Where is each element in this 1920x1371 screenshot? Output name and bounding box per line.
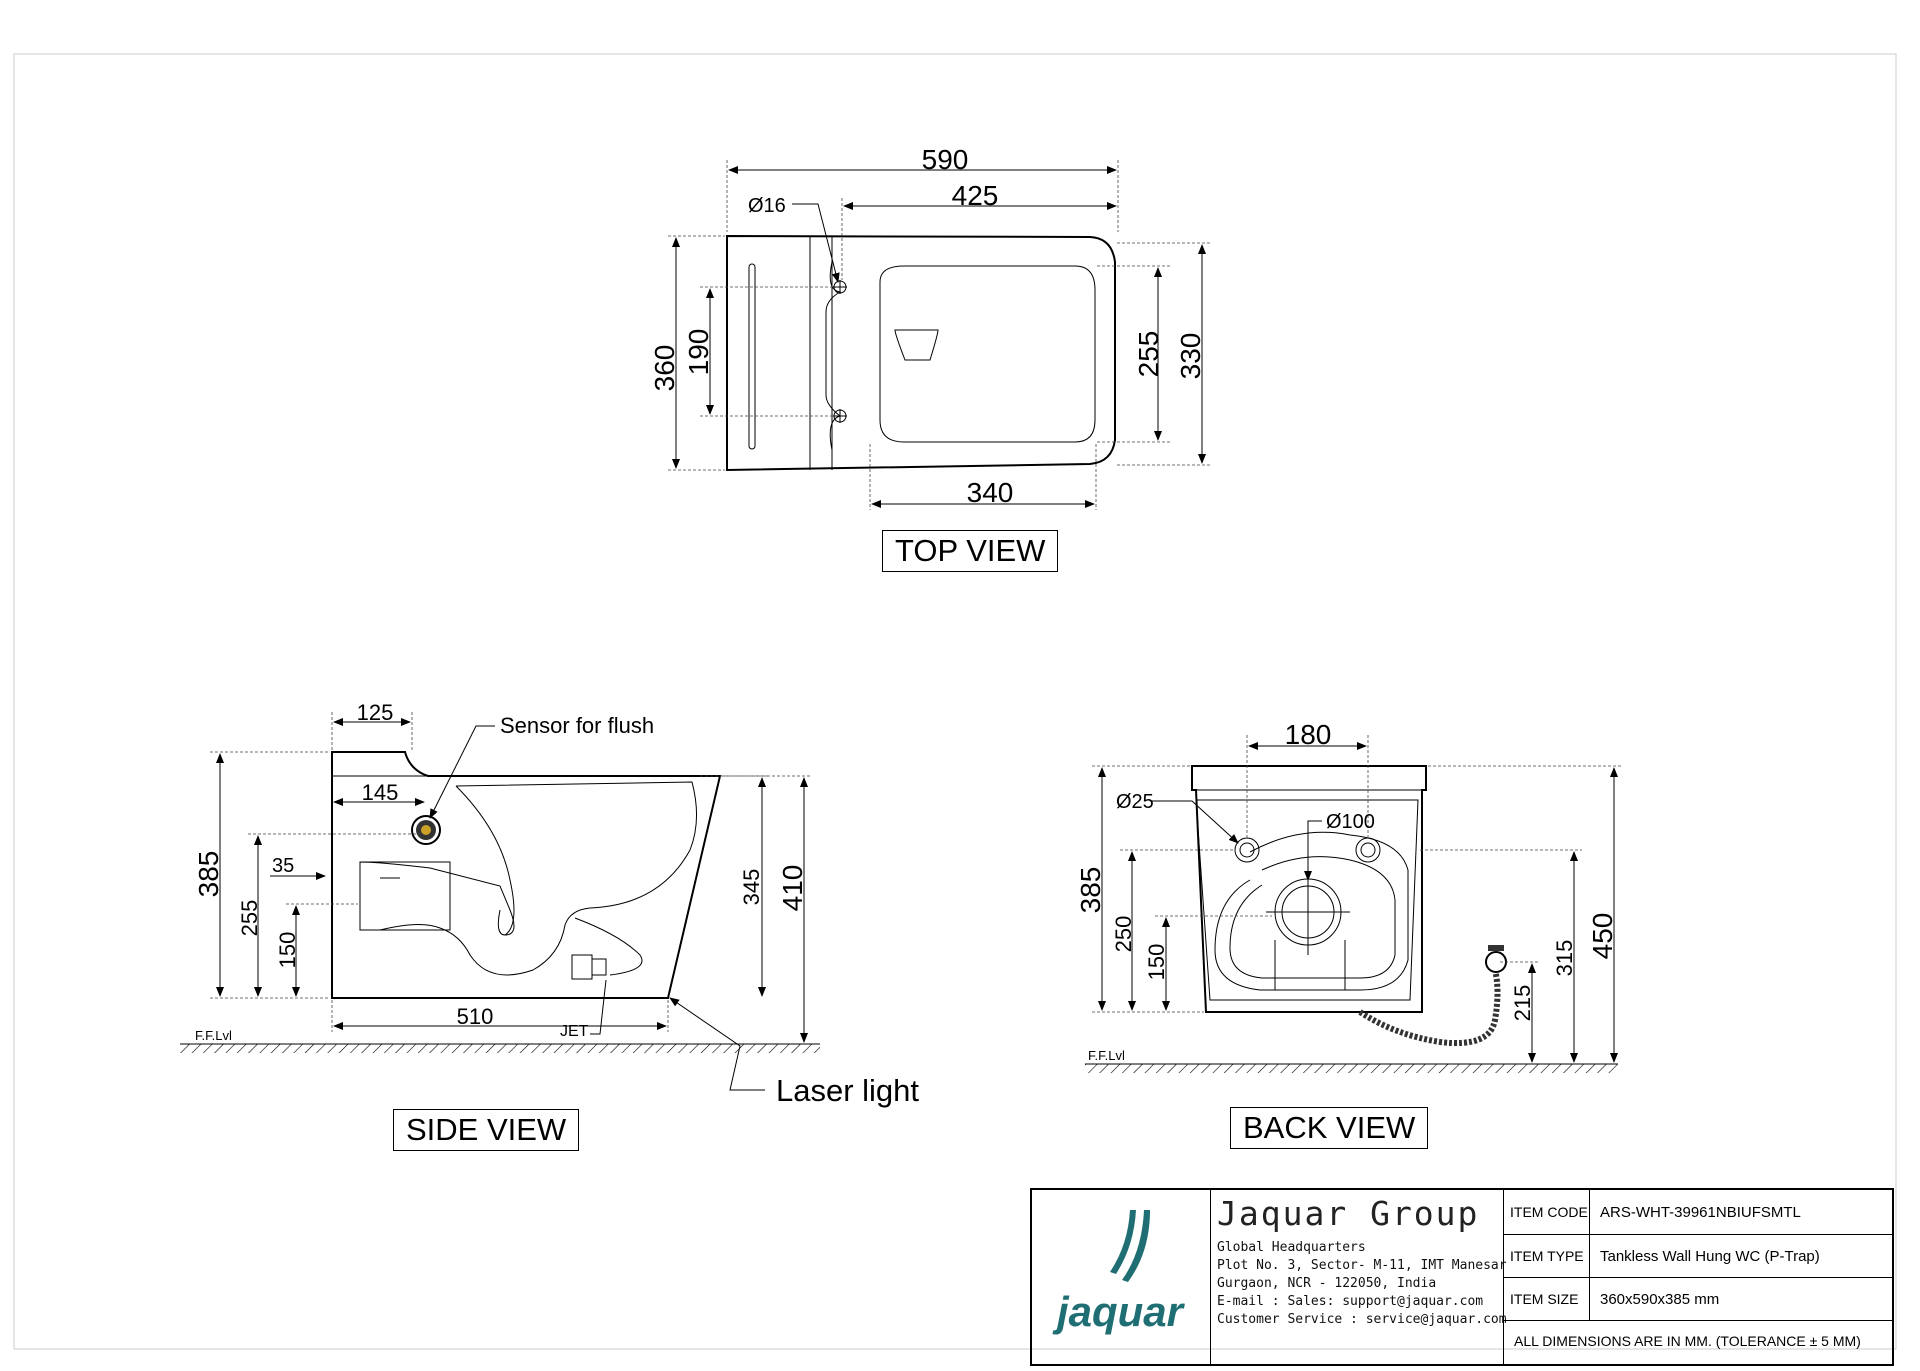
- item-table: ITEM CODE ARS-WHT-39961NBIUFSMTL ITEM TY…: [1504, 1190, 1892, 1364]
- back-view: F.F.Lvl 180 Ø25 Ø100 385 250 150 215 315…: [1075, 719, 1622, 1073]
- svg-text:450: 450: [1587, 913, 1618, 960]
- svg-text:Ø25: Ø25: [1116, 791, 1154, 813]
- svg-text:JET: JET: [560, 1023, 589, 1040]
- svg-text:410: 410: [777, 865, 808, 912]
- svg-text:35: 35: [272, 855, 294, 877]
- tolerance-note: ALL DIMENSIONS ARE IN MM. (TOLERANCE ± 5…: [1514, 1333, 1861, 1349]
- address-line: Global Headquarters: [1217, 1240, 1366, 1255]
- item-size-row: ITEM SIZE 360x590x385 mm: [1504, 1278, 1892, 1321]
- svg-text:385: 385: [193, 851, 224, 898]
- company-name: Jaquar Group: [1217, 1194, 1480, 1233]
- svg-text:360: 360: [649, 345, 680, 392]
- svg-text:330: 330: [1175, 333, 1206, 380]
- item-size-key: ITEM SIZE: [1504, 1278, 1590, 1320]
- svg-text:180: 180: [1285, 719, 1332, 750]
- top-view: 590 425 Ø16 360 190 255 330 340: [649, 144, 1210, 510]
- svg-text:Ø100: Ø100: [1326, 811, 1375, 833]
- item-type-row: ITEM TYPE Tankless Wall Hung WC (P-Trap): [1504, 1235, 1892, 1278]
- svg-text:150: 150: [275, 932, 300, 969]
- svg-text:215: 215: [1510, 985, 1535, 1022]
- address-line: E-mail : Sales: support@jaquar.com: [1217, 1294, 1484, 1309]
- svg-text:Ø16: Ø16: [748, 195, 786, 217]
- svg-text:385: 385: [1075, 867, 1106, 914]
- svg-text:315: 315: [1552, 940, 1577, 977]
- top-view-label: TOP VIEW: [882, 530, 1059, 572]
- svg-text:145: 145: [362, 780, 399, 805]
- sheet-border: [13, 53, 1897, 1350]
- item-code-row: ITEM CODE ARS-WHT-39961NBIUFSMTL: [1504, 1190, 1892, 1235]
- address-line: Customer Service : service@jaquar.com: [1217, 1312, 1507, 1327]
- item-code-key: ITEM CODE: [1504, 1190, 1590, 1234]
- svg-text:255: 255: [237, 900, 262, 937]
- svg-text:Sensor for flush: Sensor for flush: [500, 713, 654, 738]
- svg-text:590: 590: [922, 144, 969, 175]
- title-block: jaquar Jaquar Group Global Headquarters …: [1030, 1188, 1894, 1366]
- svg-text:Laser light: Laser light: [776, 1073, 919, 1108]
- side-view: F.F.Lvl 125 145 Sensor for flush 385 255…: [180, 700, 919, 1108]
- item-type-value: Tankless Wall Hung WC (P-Trap): [1600, 1247, 1820, 1265]
- company-info: Jaquar Group Global Headquarters Plot No…: [1211, 1190, 1507, 1364]
- svg-text:345: 345: [739, 869, 764, 906]
- jaquar-logo: jaquar: [1032, 1190, 1211, 1364]
- svg-text:340: 340: [967, 477, 1014, 508]
- side-view-label: SIDE VIEW: [393, 1109, 580, 1151]
- address-line: Plot No. 3, Sector- M-11, IMT Manesar: [1217, 1258, 1507, 1273]
- back-view-label: BACK VIEW: [1230, 1107, 1429, 1149]
- svg-text:425: 425: [952, 180, 999, 211]
- svg-text:250: 250: [1111, 916, 1136, 953]
- item-type-key: ITEM TYPE: [1504, 1235, 1590, 1277]
- svg-text:255: 255: [1133, 331, 1164, 378]
- svg-text:190: 190: [683, 329, 714, 376]
- svg-text:510: 510: [457, 1004, 494, 1029]
- svg-text:150: 150: [1144, 944, 1169, 981]
- svg-text:125: 125: [357, 700, 394, 725]
- svg-text:F.F.Lvl: F.F.Lvl: [195, 1028, 232, 1043]
- svg-text:F.F.Lvl: F.F.Lvl: [1088, 1048, 1125, 1063]
- item-size-value: 360x590x385 mm: [1600, 1290, 1720, 1308]
- address-line: Gurgaon, NCR - 122050, India: [1217, 1276, 1437, 1291]
- brand-wordmark: jaquar: [1052, 1288, 1186, 1335]
- item-code-value: ARS-WHT-39961NBIUFSMTL: [1600, 1203, 1801, 1221]
